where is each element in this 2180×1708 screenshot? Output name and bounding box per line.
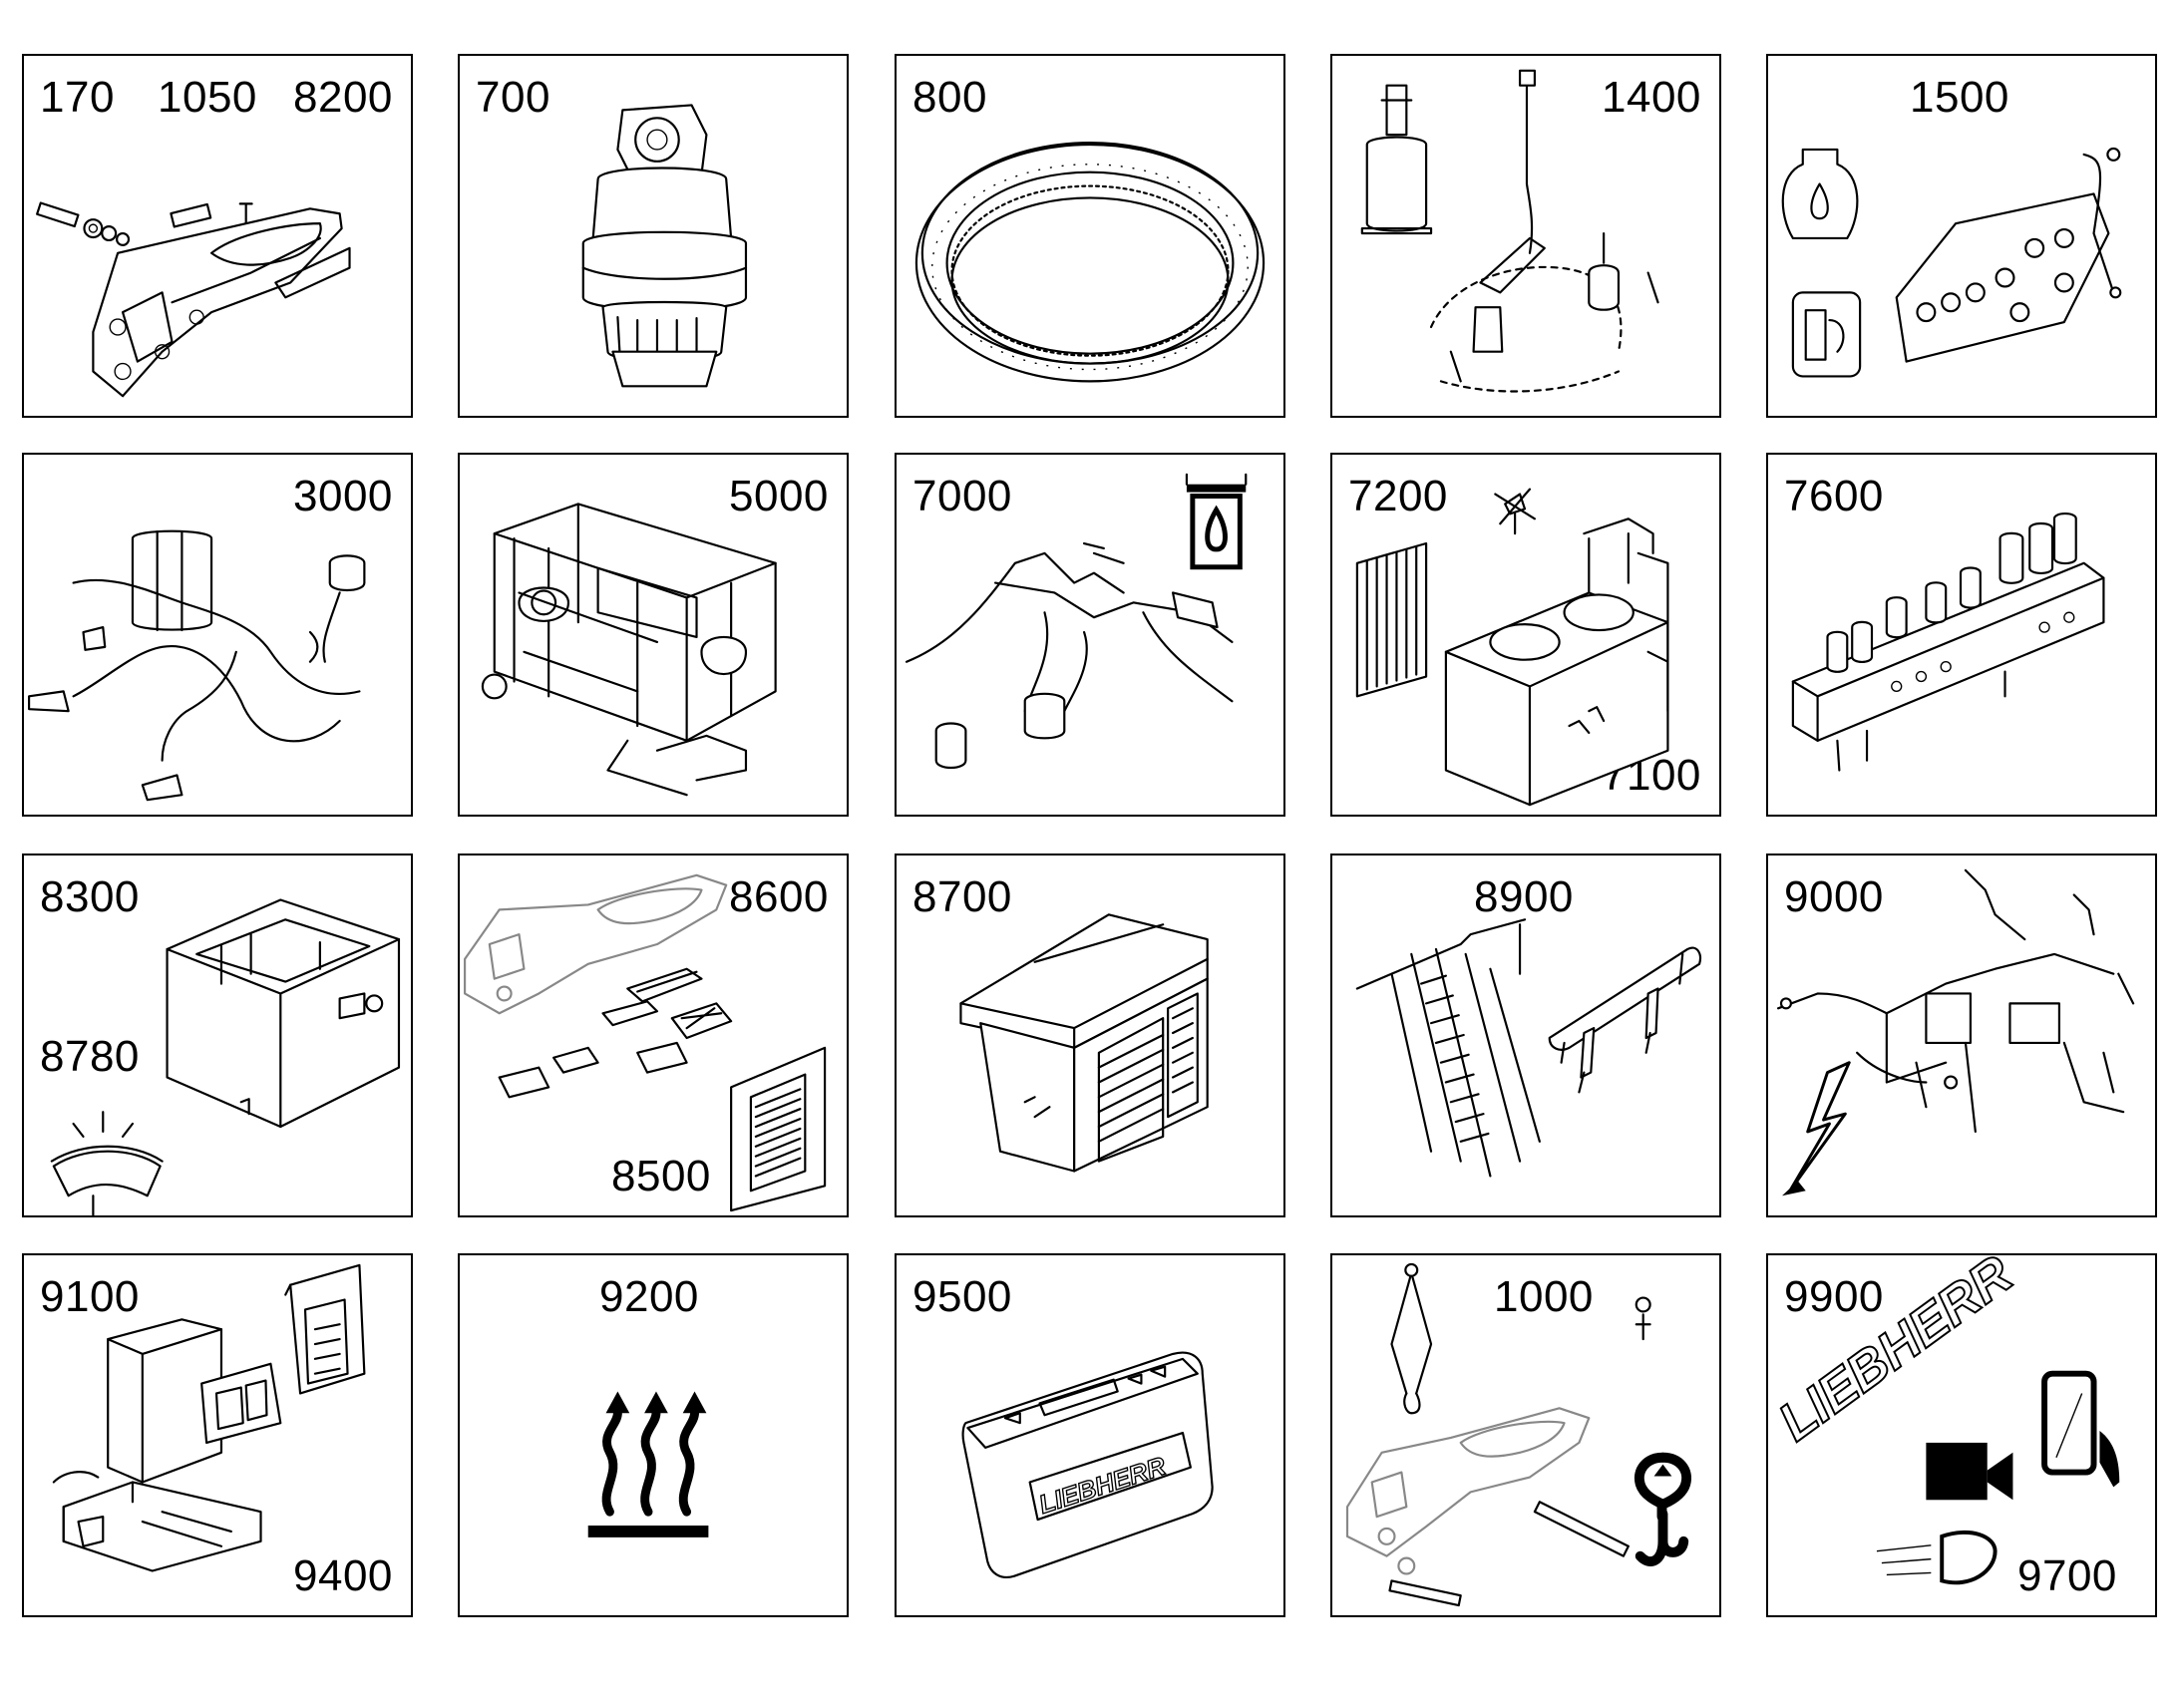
tile-label-9100: 9100: [40, 1272, 140, 1321]
tile-label-7200: 7200: [1348, 472, 1448, 520]
liebherr-panel-icon: LIEBHERR: [961, 1351, 1214, 1578]
tile-label-170: 170: [40, 73, 115, 122]
tile-label-9000: 9000: [1784, 872, 1884, 921]
tile-label-9200: 9200: [599, 1272, 699, 1321]
swing-frame-icon: [36, 201, 351, 398]
tile-ladder-railing[interactable]: 8900: [1330, 854, 1721, 1217]
tile-hydraulic-lines[interactable]: 3000: [22, 453, 413, 817]
camera-icon: [1926, 1442, 1988, 1501]
slewing-ring-icon: [914, 141, 1266, 383]
tile-cooler-tank[interactable]: 7200 7100: [1330, 453, 1721, 817]
tile-operator-cab[interactable]: 8700: [895, 854, 1285, 1217]
tile-label-9400: 9400: [293, 1551, 393, 1600]
tile-label-8200: 8200: [293, 73, 393, 122]
electrical-boxes-icon: [52, 1263, 366, 1572]
tile-label-5000: 5000: [729, 472, 829, 520]
hydraulic-lines-icon: [28, 529, 366, 802]
tile-engine-frame[interactable]: 5000: [458, 453, 849, 817]
ladder-railing-icon: [1355, 918, 1701, 1178]
tile-hydraulic-tank[interactable]: 7000: [895, 453, 1285, 817]
tile-label-8500: 8500: [611, 1152, 711, 1200]
fuel-valve-block-icon: [1781, 147, 2122, 378]
tile-central-lubrication[interactable]: 1400: [1330, 54, 1721, 418]
tile-label-1050: 1050: [158, 73, 257, 122]
tile-label-8700: 8700: [912, 872, 1012, 921]
tile-travel-drive[interactable]: 700: [458, 54, 849, 418]
heater-icon: [587, 1391, 709, 1537]
tile-label-800: 800: [912, 73, 987, 122]
tile-fuel-valve-block[interactable]: 1500: [1766, 54, 2157, 418]
tile-swing-frame[interactable]: 170 1050 8200: [22, 54, 413, 418]
tile-label-8900: 8900: [1474, 872, 1574, 921]
tile-label-9700: 9700: [2017, 1551, 2117, 1600]
tile-label-1000: 1000: [1494, 1272, 1594, 1321]
tile-electrical-system[interactable]: 9000: [1766, 854, 2157, 1217]
tile-label-8300: 8300: [40, 872, 140, 921]
tile-label-7000: 7000: [912, 472, 1012, 520]
counterweight-icon: [50, 898, 401, 1215]
tile-label-3000: 3000: [293, 472, 393, 520]
tile-label-8780: 8780: [40, 1032, 140, 1081]
tile-label-700: 700: [476, 73, 550, 122]
operator-cab-icon: [959, 913, 1209, 1173]
camera-mirror-light-icon: LIEBHERR: [1768, 1255, 2120, 1585]
tile-camera-mirror-light[interactable]: 9900 9700 LIEBHERR: [1766, 1253, 2157, 1617]
tile-label-7600: 7600: [1784, 472, 1884, 520]
covers-grille-icon: [464, 873, 827, 1212]
tile-control-valve[interactable]: 7600: [1766, 453, 2157, 817]
control-valve-icon: [1791, 512, 2105, 772]
tile-label-9500: 9500: [912, 1272, 1012, 1321]
tile-label-9900: 9900: [1784, 1272, 1884, 1321]
tile-lifting-hook[interactable]: 1000: [1330, 1253, 1721, 1617]
tile-electrical-boxes[interactable]: 9100 9400: [22, 1253, 413, 1617]
cooler-tank-icon: [1355, 488, 1669, 807]
engine-frame-icon: [481, 503, 777, 797]
central-lubrication-icon: [1360, 69, 1659, 393]
hydraulic-tank-icon: [905, 473, 1248, 770]
tile-covers-grille[interactable]: 8600 8500: [458, 854, 849, 1217]
tile-counterweight[interactable]: 8300 8780: [22, 854, 413, 1217]
tile-label-1500: 1500: [1910, 73, 2009, 122]
travel-drive-icon: [581, 104, 748, 388]
liebherr-logo: LIEBHERR: [1768, 1255, 2023, 1453]
lifting-hook-icon: [1345, 1262, 1692, 1607]
tile-label-8600: 8600: [729, 872, 829, 921]
tile-liebherr-panel[interactable]: 9500 LIEBHERR: [895, 1253, 1285, 1617]
tile-heater[interactable]: 9200: [458, 1253, 849, 1617]
headlight-icon: [1940, 1531, 1998, 1585]
mirror-icon: [2041, 1370, 2097, 1476]
tile-label-1400: 1400: [1602, 73, 1701, 122]
tile-slewing-ring[interactable]: 800: [895, 54, 1285, 418]
electrical-lightning-icon: [1776, 868, 2135, 1196]
